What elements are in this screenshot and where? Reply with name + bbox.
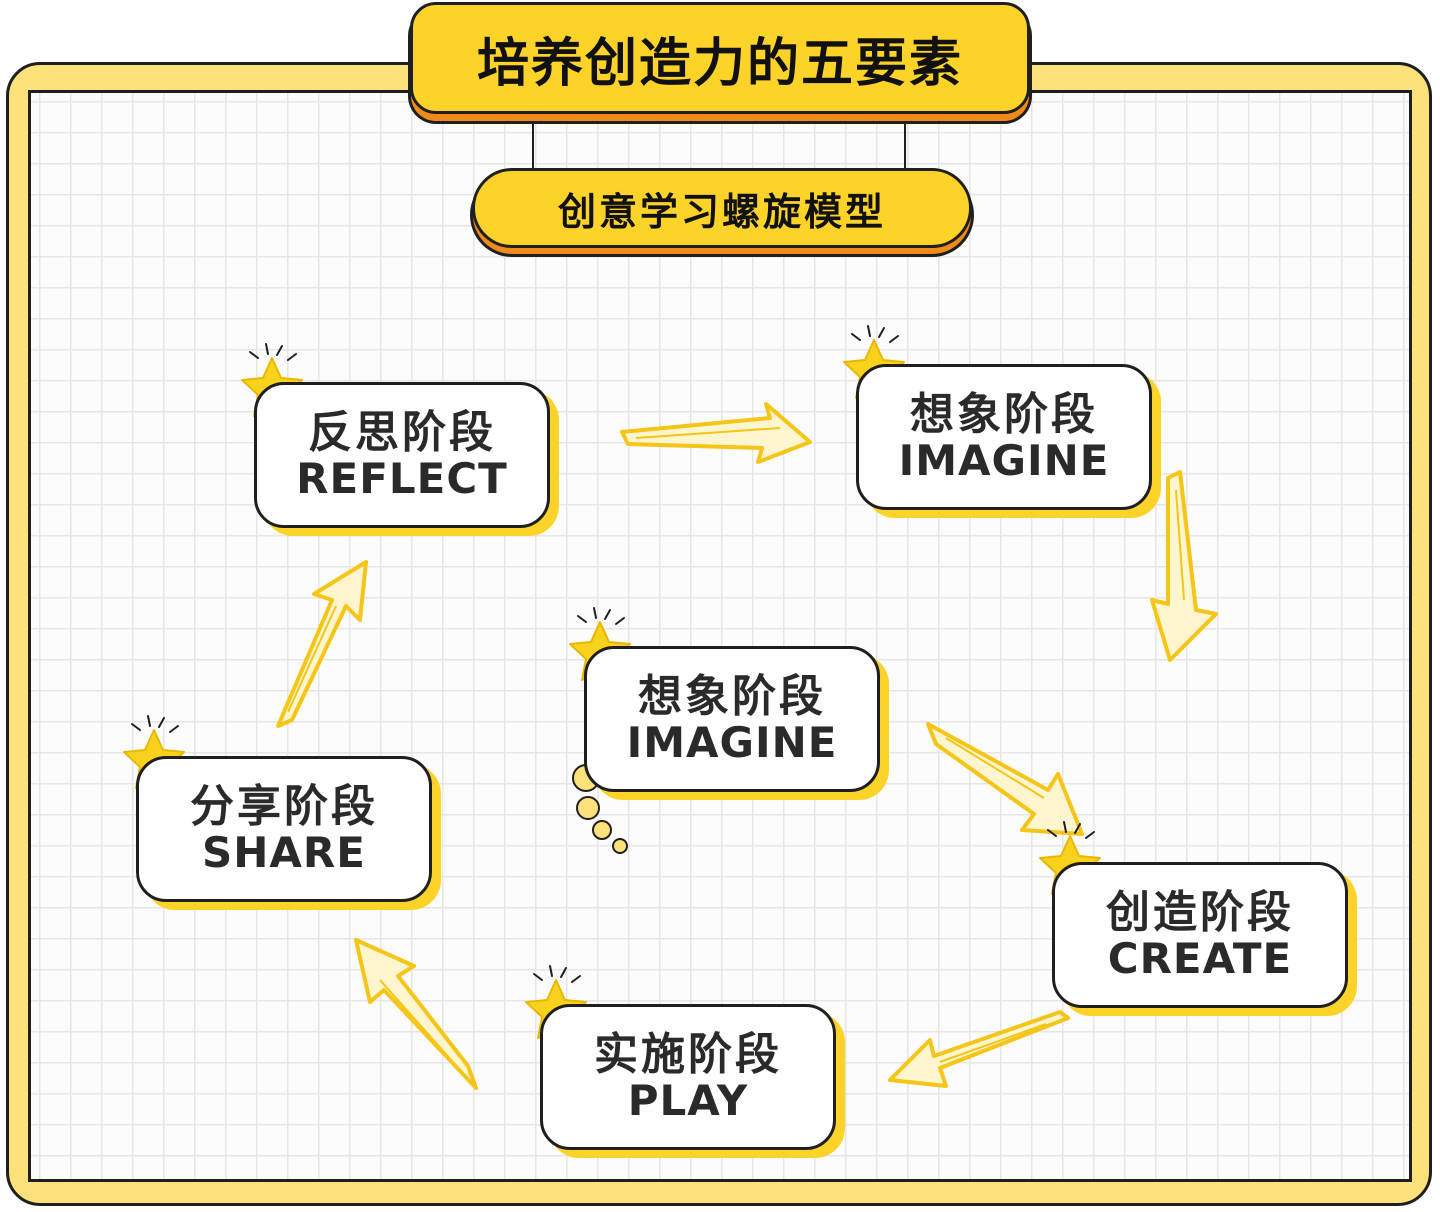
stage-cn-label: 反思阶段 [308, 406, 496, 458]
stage-en-label: REFLECT [296, 454, 508, 504]
stage-card-imagine-top: 想象阶段 IMAGINE [856, 364, 1152, 510]
stage-card-reflect: 反思阶段 REFLECT [254, 382, 550, 528]
stage-en-label: IMAGINE [898, 436, 1110, 486]
stage-en-label: IMAGINE [626, 718, 838, 768]
title-connector-left [532, 114, 534, 170]
stage-cn-label: 创造阶段 [1106, 886, 1294, 938]
stage-en-label: PLAY [627, 1076, 749, 1126]
main-title-text: 培养创造力的五要素 [476, 33, 963, 94]
stage-card-imagine-center: 想象阶段 IMAGINE [584, 646, 880, 792]
title-connector-right [904, 114, 906, 170]
stage-cn-label: 分享阶段 [190, 780, 378, 832]
main-title: 培养创造力的五要素 [410, 2, 1030, 114]
stage-card-play: 实施阶段 PLAY [540, 1004, 836, 1150]
stage-cn-label: 实施阶段 [594, 1028, 782, 1080]
stage-en-label: SHARE [202, 828, 366, 878]
subtitle-text: 创意学习螺旋模型 [557, 189, 886, 234]
subtitle: 创意学习螺旋模型 [472, 168, 972, 248]
stage-card-create: 创造阶段 CREATE [1052, 862, 1348, 1008]
stage-cn-label: 想象阶段 [910, 388, 1098, 440]
stage-card-share: 分享阶段 SHARE [136, 756, 432, 902]
stage-en-label: CREATE [1107, 934, 1293, 984]
stage-cn-label: 想象阶段 [638, 670, 826, 722]
